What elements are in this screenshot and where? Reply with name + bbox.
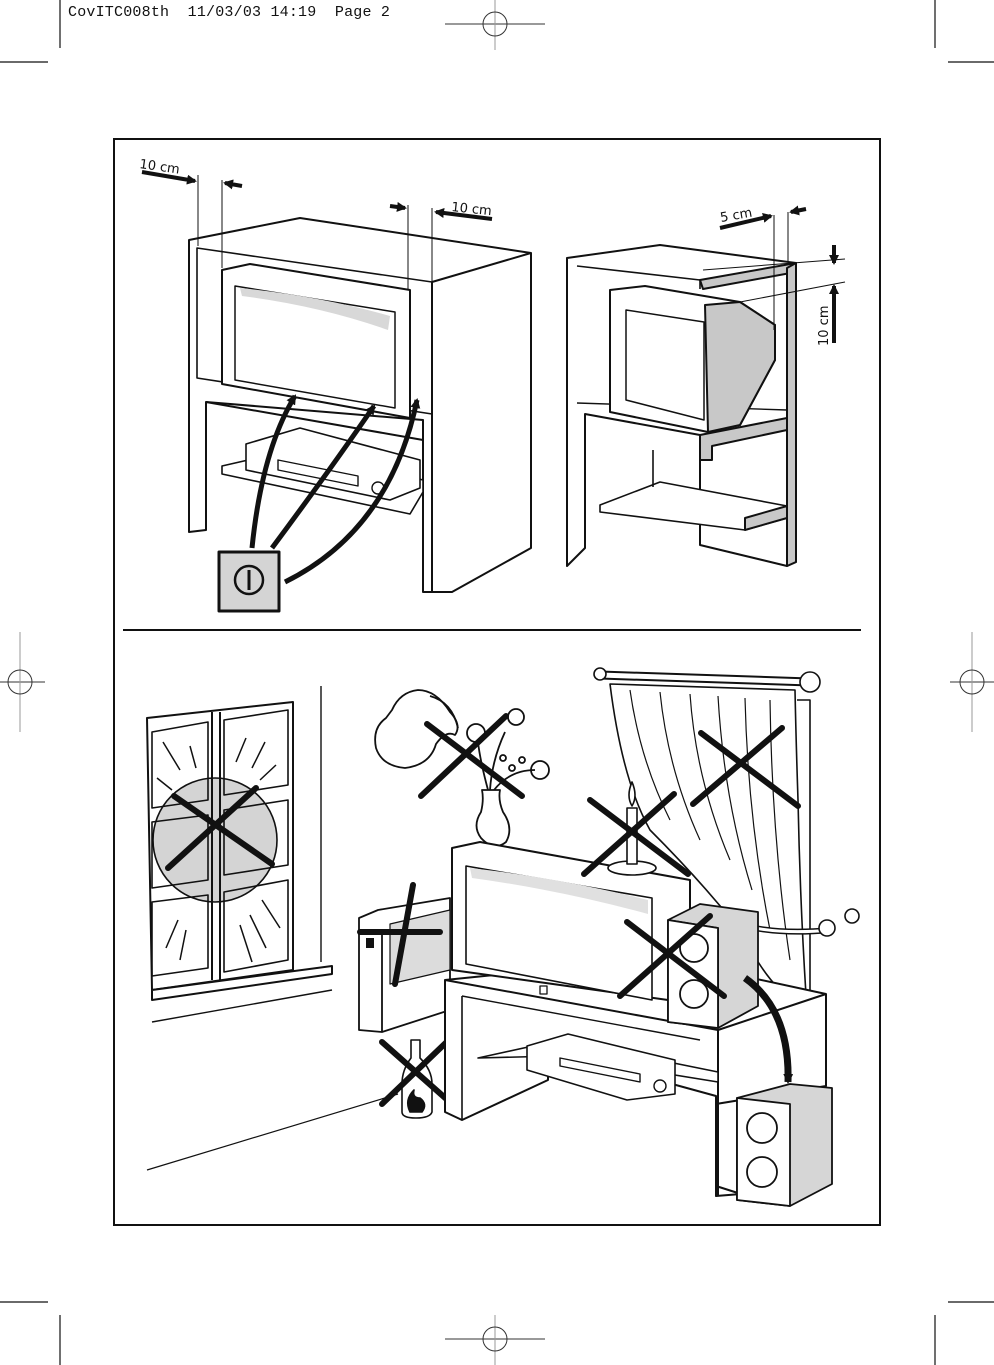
clearance-left-arrow xyxy=(141,170,243,190)
registration-mark-top xyxy=(445,0,545,50)
jug-and-vase xyxy=(374,689,550,848)
water-jug xyxy=(374,689,459,769)
cross-mark-sunlight xyxy=(165,785,275,871)
power-button-box xyxy=(217,550,281,613)
speaker-relocated xyxy=(736,1083,833,1207)
floor-line xyxy=(146,1093,399,1171)
flammable-bottle xyxy=(401,1039,433,1119)
illustration-frame xyxy=(113,138,881,1226)
window-with-sun xyxy=(146,701,333,1023)
reg-circle xyxy=(7,669,33,695)
cross-mark-speaker xyxy=(617,913,727,999)
cross-mark-candle xyxy=(581,791,691,877)
flower-vase xyxy=(475,789,511,848)
cross-mark-curtain xyxy=(690,725,801,809)
print-date: 11/03/03 xyxy=(187,4,262,21)
registration-mark-right xyxy=(950,632,994,732)
power-access-arrows xyxy=(249,394,421,585)
reg-circle xyxy=(959,669,985,695)
print-time: 14:19 xyxy=(270,4,317,21)
hazards-panel xyxy=(146,667,860,1207)
reg-circle xyxy=(482,1326,508,1352)
page-label: Page 2 xyxy=(334,4,391,21)
clearance-top-label: 10 cm xyxy=(817,306,832,347)
clearance-left-label: 10 cm xyxy=(138,157,180,177)
move-speaker-arrow xyxy=(742,975,794,1084)
clearance-right-label: 10 cm xyxy=(451,200,493,219)
clearance-right-arrow xyxy=(389,201,493,221)
clearance-rear-label: 5 cm xyxy=(719,206,753,226)
registration-mark-bottom xyxy=(445,1315,545,1365)
cross-mark-heater xyxy=(357,882,443,987)
television xyxy=(451,781,691,1001)
file-name: CovITC008th xyxy=(68,4,170,21)
reg-circle xyxy=(482,11,508,37)
cabinet-narrow xyxy=(566,212,846,567)
flame-icon xyxy=(406,1089,426,1113)
print-slug-header: CovITC008th 11/03/03 14:19 Page 2 xyxy=(68,4,390,21)
flowers xyxy=(466,708,550,791)
cross-mark-liquids xyxy=(418,713,525,799)
registration-mark-left xyxy=(0,632,45,732)
cabinet-wide xyxy=(188,175,532,593)
clearance-rear-arrow xyxy=(719,205,807,230)
cross-mark-flammable xyxy=(379,1031,458,1107)
ventilation-panel xyxy=(141,170,846,613)
power-button-icon xyxy=(233,564,265,596)
candle xyxy=(607,781,657,876)
